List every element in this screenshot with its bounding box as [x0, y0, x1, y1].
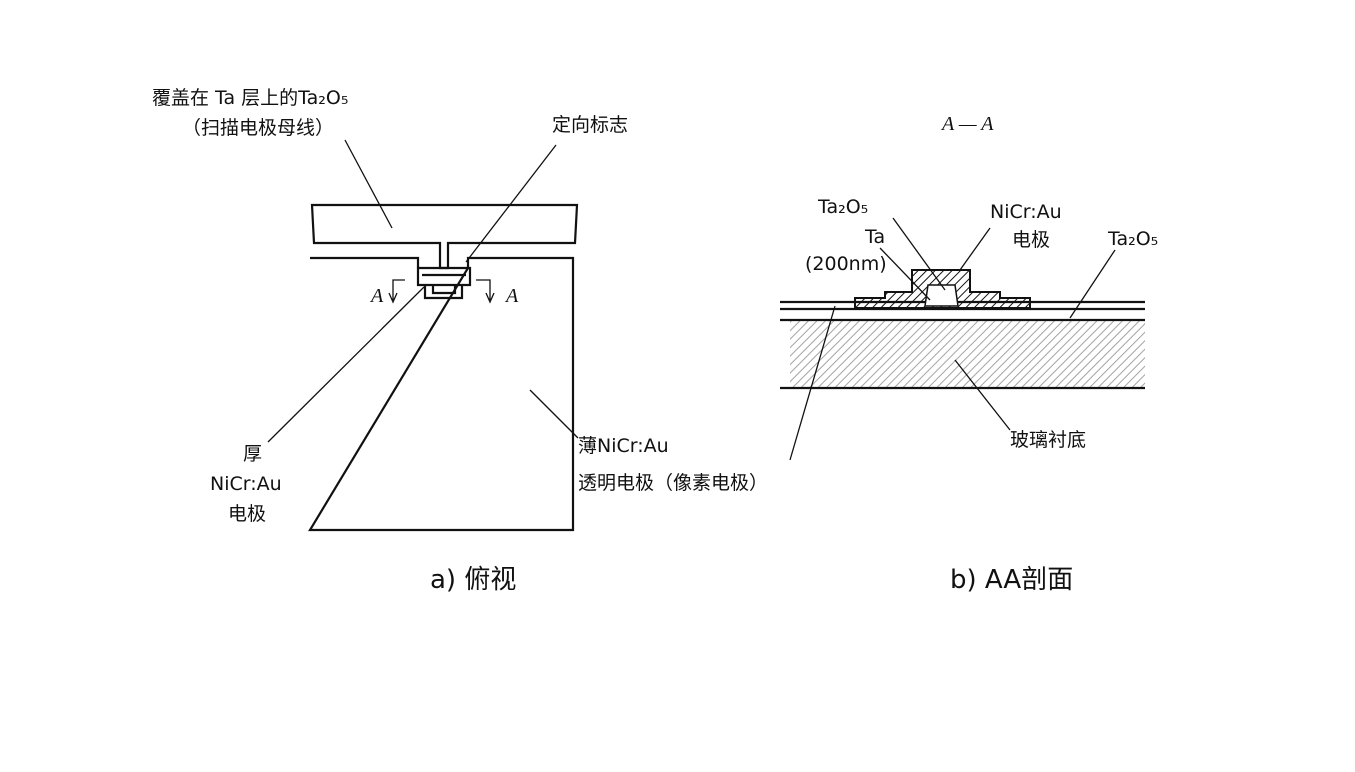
section-arrow-right: [476, 279, 495, 304]
leader-marker: [465, 144, 557, 263]
label-thin-1: 薄NiCr:Au: [578, 435, 669, 457]
label-thickness: (200nm): [805, 253, 887, 275]
section-arrow-left: [388, 279, 405, 304]
leader-thick: [267, 286, 425, 443]
label-thick-1: 厚: [243, 443, 262, 465]
label-thick-2: NiCr:Au: [210, 473, 282, 495]
leader-bus: [344, 139, 393, 229]
label-ta2o5-right: Ta₂O₅: [1107, 228, 1158, 250]
label-bus-line1: 覆盖在 Ta 层上的Ta₂O₅: [152, 87, 348, 109]
cross-section: A — A Ta₂O₅ Ta (200nm) NiCr:Au 电极 Ta₂O₅ …: [780, 113, 1158, 595]
section-mark-left: A: [369, 285, 384, 307]
label-thick-3: 电极: [228, 503, 266, 525]
label-electrode-1: NiCr:Au: [990, 201, 1062, 223]
ta-gate: [924, 284, 959, 307]
label-substrate: 玻璃衬底: [1010, 429, 1086, 451]
label-electrode-2: 电极: [1012, 229, 1050, 251]
section-title: A — A: [940, 113, 994, 135]
thick-electrode-notch: [416, 266, 472, 300]
caption-b: b) AA剖面: [950, 565, 1073, 595]
label-thin-2: 透明电极（像素电极）: [578, 472, 768, 494]
label-marker: 定向标志: [552, 114, 628, 136]
top-view: A A 覆盖在 Ta 层上的Ta₂O₅ （扫描电极母线） 定向标志 厚 NiCr…: [152, 87, 768, 595]
leader-thin: [529, 389, 579, 439]
label-ta: Ta: [864, 226, 885, 248]
label-bus-line2: （扫描电极母线）: [182, 117, 334, 139]
label-ta2o5-left: Ta₂O₅: [817, 196, 868, 218]
section-mark-right: A: [504, 285, 519, 307]
caption-a: a) 俯视: [430, 565, 516, 595]
